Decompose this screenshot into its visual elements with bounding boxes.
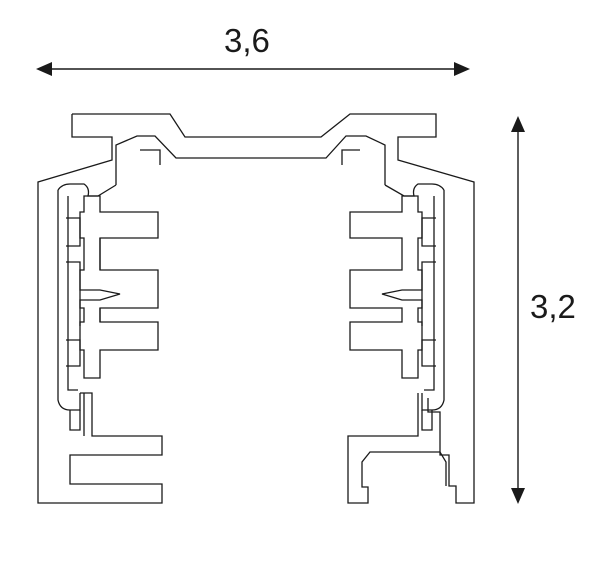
profile-right-contact-mid	[381, 261, 436, 326]
profile-left-conductor-comb	[79, 195, 159, 379]
width-arrow-left-icon	[36, 62, 52, 76]
profile-left-hook	[57, 183, 117, 197]
profile-top-lid	[72, 113, 475, 504]
profile-right-contact-upper	[421, 217, 436, 247]
profile-right-hook	[384, 183, 445, 197]
profile-right-lower-leg	[421, 410, 433, 431]
profile-right-contact-lower	[421, 339, 436, 367]
profile-left-lower-leg	[69, 410, 81, 431]
height-dimension-label: 3,2	[530, 288, 576, 325]
profile-right-conductor-comb	[349, 195, 423, 379]
profile-left-inner-wall	[57, 190, 81, 411]
profile-left-contact-lower	[66, 339, 81, 367]
height-arrow-top-icon	[511, 116, 525, 132]
height-dimension	[511, 116, 525, 504]
profile-inner-top-step-left	[140, 149, 161, 165]
profile-right-inner-col	[424, 196, 435, 391]
profile-left-inner-col	[67, 196, 78, 391]
profile-left-contact-mid	[66, 261, 121, 326]
track-profile	[37, 113, 475, 504]
profile-inner-top-step-right	[341, 149, 360, 165]
profile-left-contact-upper	[66, 217, 81, 247]
height-arrow-bottom-icon	[511, 488, 525, 504]
width-arrow-right-icon	[454, 62, 470, 76]
profile-right-lower-inner	[347, 393, 447, 504]
width-dimension-label: 3,6	[224, 22, 270, 59]
profile-right-inner-wall	[421, 190, 445, 411]
profile-left-wall	[37, 114, 163, 504]
width-dimension	[36, 62, 470, 76]
profile-inner-top-channel	[115, 135, 386, 185]
